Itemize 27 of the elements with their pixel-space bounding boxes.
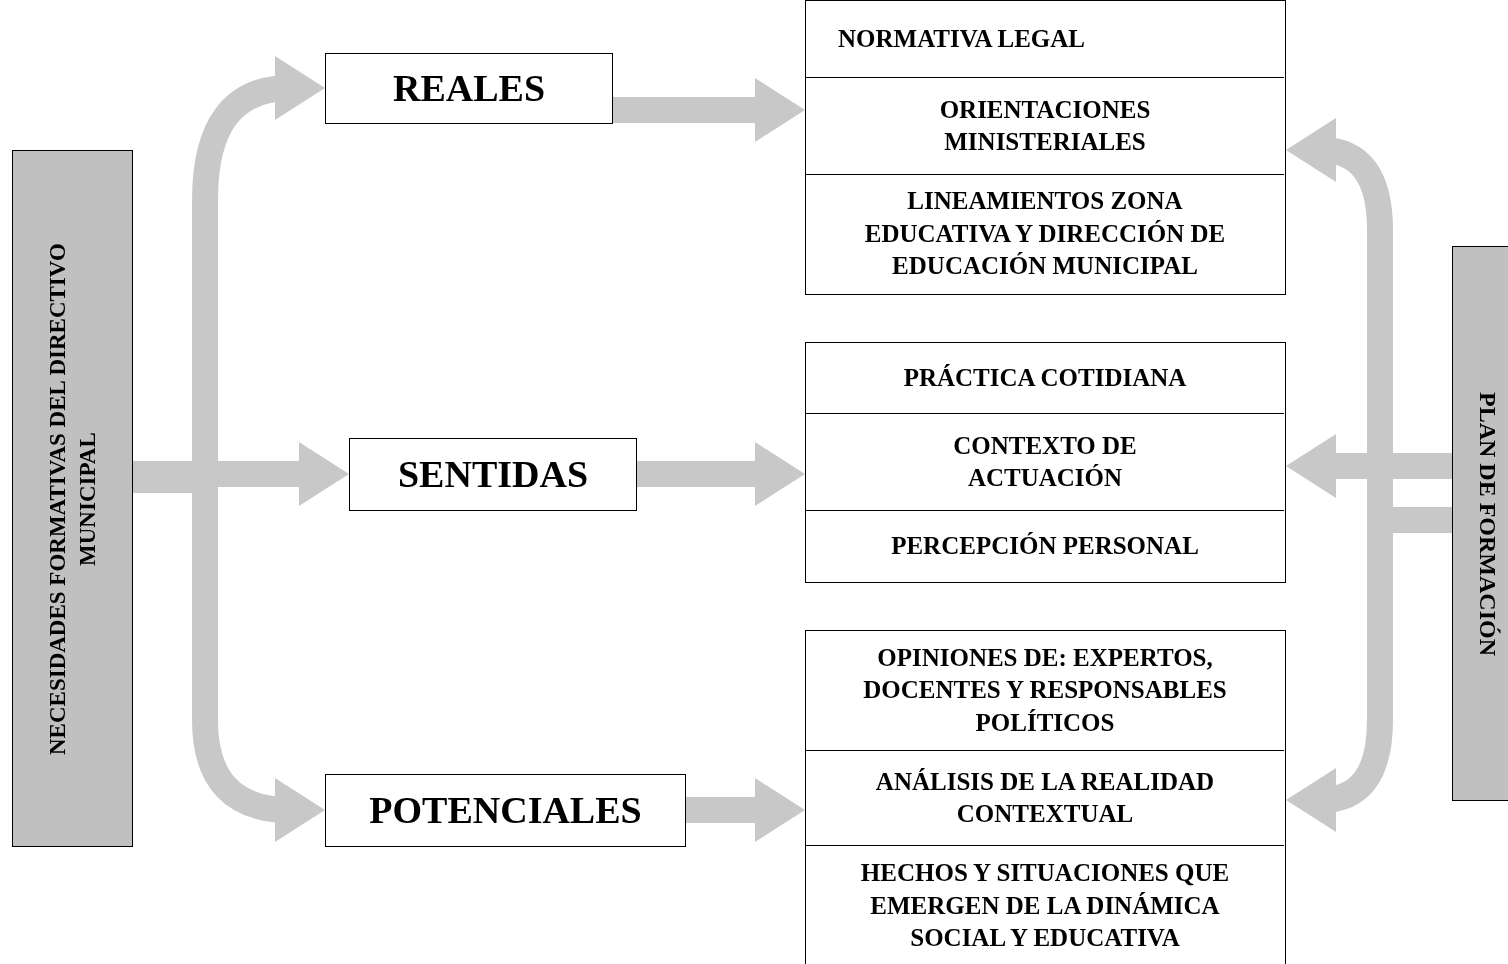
stacked-box [805, 630, 1286, 964]
block-arrow [686, 778, 805, 842]
stacked-box [805, 0, 1286, 295]
box-label: CONTEXTO DE ACTUACIÓN [952, 430, 1138, 493]
block-arrow [1286, 434, 1452, 498]
category-box [325, 53, 613, 124]
side-panel [1452, 246, 1508, 801]
box-label: OPINIONES DE: EXPERTOS, DOCENTES Y RESPONSABLES POLÍTICOS [862, 642, 1228, 738]
block-arrow [133, 442, 349, 506]
block-arrow [613, 78, 805, 142]
box-label: ORIENTACIONES MINISTERIALES [938, 94, 1152, 157]
box-label: PRÁCTICA COTIDIANA [902, 362, 1188, 393]
category-box [325, 774, 686, 847]
box-label: POTENCIALES [368, 787, 643, 833]
box-label: LINEAMIENTOS ZONA EDUCATIVA Y DIRECCIÓN DE EDUCACIÓN MUNICIPAL [863, 186, 1227, 282]
box-label: HECHOS Y SITUACIONES QUE EMERGEN DE LA DINÁMICA SOCIAL Y EDUCATIVA [859, 858, 1231, 954]
box-label: ANÁLISIS DE LA REALIDAD CONTEXTUAL [874, 766, 1216, 829]
category-box [349, 438, 637, 511]
box-label: NECESIDADES FORMATIVAS DEL DIRECTIVO MUNICIPAL [43, 241, 101, 757]
stacked-box [805, 342, 1286, 583]
box-label: PERCEPCIÓN PERSONAL [890, 530, 1200, 561]
box-label: REALES [391, 65, 547, 111]
side-panel [12, 150, 133, 847]
box-label: SENTIDAS [396, 451, 590, 497]
box-label: NORMATIVA LEGAL [837, 23, 1087, 54]
box-label: PLAN DE FORMACIÓN [1473, 391, 1502, 656]
block-arrow [637, 442, 805, 506]
